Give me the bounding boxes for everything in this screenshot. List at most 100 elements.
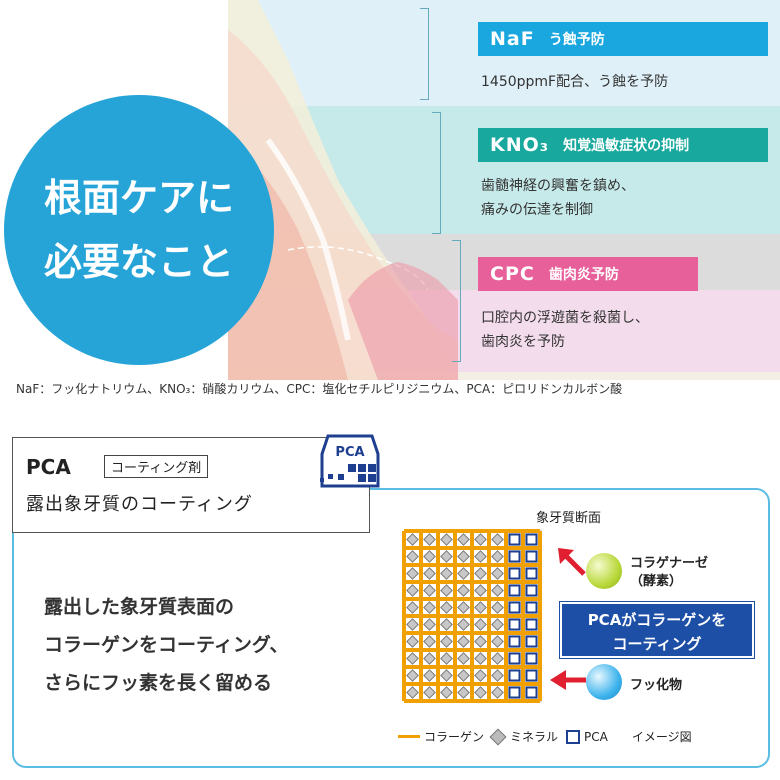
pca-molecule <box>508 635 521 648</box>
callout-line1: PCAがコラーゲンを <box>587 611 727 629</box>
mineral-crystal <box>491 533 504 546</box>
mineral-crystal <box>406 533 419 546</box>
main-copy-line3: さらにフッ素を長く留める <box>44 672 273 694</box>
mineral-crystal <box>491 618 504 631</box>
naf-bracket <box>420 8 429 100</box>
kno3-key: KNO₃ <box>490 134 550 156</box>
mineral-crystal <box>423 584 436 597</box>
mineral-crystal <box>423 550 436 563</box>
mineral-crystal <box>491 550 504 563</box>
mineral-crystal <box>423 567 436 580</box>
mineral-crystal <box>406 618 419 631</box>
cpc-key: CPC <box>490 263 535 285</box>
arrow-out-icon <box>558 548 586 576</box>
mineral-crystal <box>440 652 453 665</box>
mineral-crystal <box>423 669 436 682</box>
pca-molecule <box>525 584 538 597</box>
mineral-crystal <box>423 618 436 631</box>
mineral-crystal <box>423 533 436 546</box>
abbreviation-footnote: NaF：フッ化ナトリウム、KNO₃：硝酸カリウム、CPC：塩化セチルピリジニウム… <box>16 382 623 396</box>
arrow-in-icon <box>550 670 586 690</box>
mineral-crystal <box>440 686 453 699</box>
mineral-crystal <box>474 618 487 631</box>
mineral-crystal <box>474 584 487 597</box>
dentin-grid-diagram <box>402 529 542 703</box>
mineral-crystal <box>474 533 487 546</box>
mineral-crystal <box>491 601 504 614</box>
mineral-crystal <box>457 584 470 597</box>
kno3-label: KNO₃ 知覚過敏症状の抑制 <box>478 128 768 162</box>
pca-molecule <box>525 601 538 614</box>
main-copy-line1: 露出した象牙質表面の <box>44 596 235 618</box>
cpc-sub: 歯肉炎予防 <box>548 267 619 283</box>
naf-label: NaF う蝕予防 <box>478 22 768 56</box>
headline-text: 根面ケアに 必要なこと <box>4 95 274 365</box>
naf-sub: う蝕予防 <box>548 32 605 48</box>
tooth-illustration <box>228 0 458 380</box>
pca-molecule <box>508 686 521 699</box>
mineral-crystal <box>440 618 453 631</box>
mineral-crystal <box>491 652 504 665</box>
pca-molecule <box>508 533 521 546</box>
coating-agent-tag: コーティング剤 <box>104 455 209 478</box>
pca-legend-swatch <box>566 729 581 744</box>
mineral-crystal <box>457 550 470 563</box>
diagram-legend: コラーゲン ミネラル PCA イメージ図 <box>398 728 692 745</box>
kno3-desc-line1: 歯髄神経の興奮を鎮め、 <box>481 178 635 194</box>
kno3-sub: 知覚過敏症状の抑制 <box>563 138 690 154</box>
headline-circle <box>4 95 274 365</box>
pca-molecule <box>525 567 538 580</box>
mineral-crystal <box>423 686 436 699</box>
pca-molecule <box>508 550 521 563</box>
mineral-crystal <box>406 567 419 580</box>
cream-strip <box>228 372 780 380</box>
collagenase-line1: コラゲナーゼ <box>630 556 709 571</box>
mineral-legend-swatch <box>489 728 507 745</box>
mineral-crystal <box>457 618 470 631</box>
kno3-bracket <box>432 112 441 234</box>
pca-molecule <box>525 618 538 631</box>
naf-key: NaF <box>490 28 535 50</box>
mineral-crystal <box>440 567 453 580</box>
collagen-legend-label: コラーゲン <box>424 730 485 744</box>
mineral-crystal <box>423 601 436 614</box>
fluoride-ball <box>586 664 622 700</box>
mineral-crystal <box>474 686 487 699</box>
mineral-crystal <box>491 584 504 597</box>
mineral-crystal <box>406 601 419 614</box>
mineral-crystal <box>440 601 453 614</box>
pca-molecule <box>525 550 538 563</box>
mineral-crystal <box>406 584 419 597</box>
mineral-crystal <box>474 652 487 665</box>
headline-line2: 必要なこと <box>43 240 234 284</box>
pca-molecule <box>525 533 538 546</box>
mineral-crystal <box>406 686 419 699</box>
naf-desc-line: 1450ppmF配合、う蝕を予防 <box>481 74 669 90</box>
mineral-crystal <box>423 635 436 648</box>
pca-coating-callout: PCAがコラーゲンを コーティング <box>560 602 754 658</box>
callout-line2: コーティング <box>612 635 702 653</box>
pca-molecule <box>508 601 521 614</box>
mineral-crystal <box>474 669 487 682</box>
pca-molecule <box>525 686 538 699</box>
kno3-desc: 歯髄神経の興奮を鎮め、 痛みの伝達を制御 <box>481 174 635 222</box>
cpc-bracket <box>452 240 461 362</box>
pca-molecule <box>525 652 538 665</box>
naf-desc: 1450ppmF配合、う蝕を予防 <box>481 70 668 94</box>
cross-section-title: 象牙質断面 <box>536 511 602 526</box>
fluoride-label: フッ化物 <box>630 678 683 693</box>
mineral-crystal <box>491 635 504 648</box>
mineral-crystal <box>406 635 419 648</box>
mineral-crystal <box>474 635 487 648</box>
image-note-label: イメージ図 <box>631 730 692 744</box>
mineral-crystal <box>440 550 453 563</box>
pca-molecule <box>508 584 521 597</box>
pca-molecule <box>508 567 521 580</box>
mineral-crystal <box>491 686 504 699</box>
cpc-desc-line1: 口腔内の浮遊菌を殺菌し、 <box>481 310 649 326</box>
collagenase-line2: （酵素） <box>630 574 683 589</box>
cpc-desc: 口腔内の浮遊菌を殺菌し、 歯肉炎を予防 <box>481 306 649 354</box>
pca-molecule <box>508 618 521 631</box>
mineral-crystal <box>491 567 504 580</box>
mineral-crystal <box>457 686 470 699</box>
